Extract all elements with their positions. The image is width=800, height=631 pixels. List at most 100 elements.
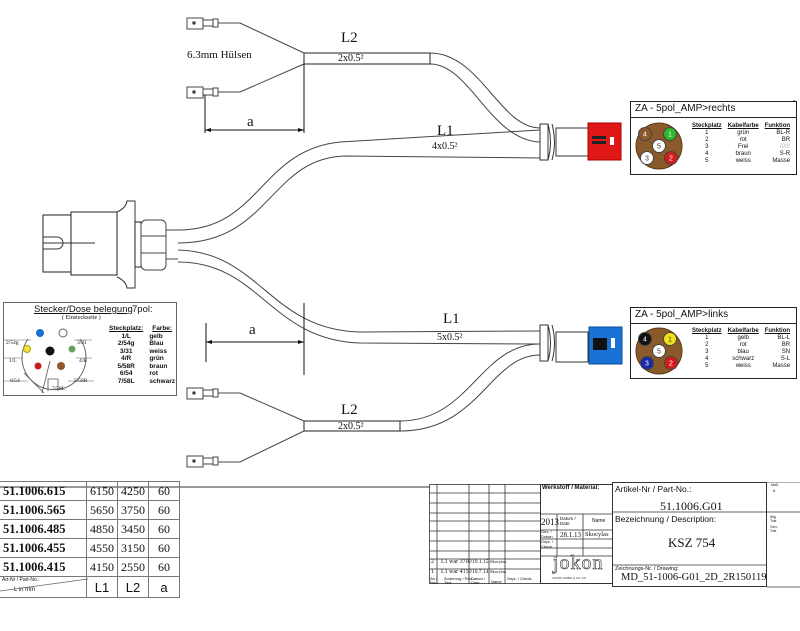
cable-l2-bottom-b <box>304 354 541 432</box>
function: BR <box>781 342 791 348</box>
table-row: 5 weiss Masse <box>689 363 793 370</box>
dimension-a-bottom <box>205 303 305 375</box>
drawn-label: Gez. / Drawn <box>541 529 553 539</box>
drawing-no: MD_51-1006-G01_2D_2R150119 <box>621 572 767 583</box>
length-a: 60 <box>148 538 180 558</box>
variants-footer-label: Art-Nr / Part-No.: L in mm <box>0 576 88 598</box>
length-l1: 4850 <box>86 519 118 539</box>
spade-terminal-top-1 <box>186 17 305 54</box>
cable-l2-top-a <box>304 52 541 129</box>
function: Masse <box>772 158 791 164</box>
wire-color: weiss <box>735 158 751 164</box>
date-label: Datum / Date <box>560 516 576 526</box>
socket-pin-number: 1 <box>668 132 672 139</box>
rev-change: L1 war 3700 <box>441 559 472 565</box>
socket-pin-5 <box>652 139 666 153</box>
column-a: a <box>148 576 180 598</box>
pin: 4/R <box>121 355 132 362</box>
part-number: 51.1006.485 <box>0 519 87 539</box>
plug7-title-suffix: 7pol: <box>132 304 153 315</box>
length-l1: 4150 <box>86 557 118 577</box>
pin: 2/54g <box>117 340 135 347</box>
name-label: Name <box>592 518 606 524</box>
pin: 3 <box>705 349 709 355</box>
drawn-name: Skocylas <box>585 531 609 538</box>
cable-l1-bottom-inner <box>177 261 541 345</box>
socket-pin-3 <box>640 356 654 370</box>
pin: 5 <box>705 363 709 369</box>
socket-pin-number: 4 <box>643 337 647 344</box>
rev-change: L1 war 4150 <box>441 569 472 575</box>
function: Masse <box>772 363 791 369</box>
spade-terminal-top-2 <box>186 63 305 99</box>
date-header: Datum / Date <box>471 576 486 585</box>
table-row: 4 braun S-R <box>689 151 793 158</box>
pin: 1 <box>705 130 709 136</box>
wire-color: rot <box>739 137 747 143</box>
description: KSZ 754 <box>668 535 716 550</box>
pin-6-red <box>34 362 42 370</box>
scale-value: 8 <box>773 488 776 493</box>
cable-l1-top-outer <box>177 129 541 231</box>
socket-pin-number: 5 <box>657 144 661 151</box>
wire-color: gelb <box>737 335 749 341</box>
description-label: Bezeichnung / Description: <box>615 514 717 524</box>
header-pin: Steckplatz <box>692 328 722 334</box>
pin: 5 <box>705 158 709 164</box>
year: 2013 <box>541 517 559 527</box>
wire-color: schwarz <box>149 377 175 385</box>
wire-color: braun <box>735 151 751 157</box>
pin: 3 <box>705 144 709 150</box>
part-number: 51.1006.615 <box>0 481 87 501</box>
socket-pin-number: 1 <box>668 337 672 344</box>
pin: 4 <box>705 151 709 157</box>
pin-5-brown <box>57 362 65 370</box>
function: ////// <box>780 144 791 150</box>
socket-pin-number: 4 <box>643 132 647 139</box>
drawing-no-label: Zeichnungs-Nr. / Drawing: <box>615 566 679 572</box>
length-l1: 6150 <box>86 481 118 501</box>
spade-terminal-bottom-1 <box>186 387 305 422</box>
pin-label: 3/31 <box>77 340 87 346</box>
label-l2-bottom: L2 <box>341 402 358 418</box>
label-l2-top: L2 <box>341 30 358 46</box>
function: BL-L <box>777 335 791 341</box>
pin: 1 <box>705 335 709 341</box>
pin: 5/58R <box>117 362 135 370</box>
socket-pin-2 <box>664 356 678 370</box>
pin: 1/L <box>121 332 131 340</box>
pin-3-white <box>58 328 68 338</box>
length-l2: 3750 <box>117 500 149 520</box>
wire-color: weiss <box>149 347 168 355</box>
length-a: 60 <box>148 481 180 501</box>
header-color: Kabelfarbe <box>727 123 759 129</box>
wire-color: braun <box>149 362 168 370</box>
wire-color: weiss <box>735 363 751 369</box>
spec-l2-top: 2x0.5² <box>338 53 364 64</box>
socket-pin-1 <box>663 127 677 141</box>
pin: 6/54 <box>119 370 133 377</box>
plug7-subtitle: ( Einsteckseite ) <box>62 315 101 321</box>
spec-l1-top: 4x0.5² <box>432 141 458 152</box>
part-info-box <box>612 482 767 587</box>
length-l1: 5650 <box>86 500 118 520</box>
length-l2: 4250 <box>117 481 149 501</box>
length-a: 60 <box>148 519 180 539</box>
7pin-plug-connector <box>42 200 178 289</box>
footer-top-label: Art-Nr / Part-No.: <box>2 577 40 583</box>
footer-bottom-label: L in mm <box>14 587 36 593</box>
variants-footer: Art-Nr / Part-No.: L in mm L1 L2 a <box>0 576 180 598</box>
wire-color: blau <box>737 349 749 355</box>
function: S-R <box>779 151 791 157</box>
